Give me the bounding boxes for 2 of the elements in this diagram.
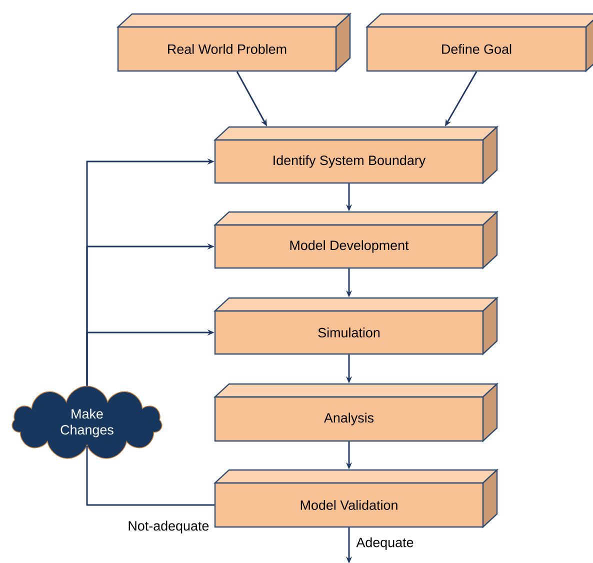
- edge-label: Adequate: [355, 536, 415, 551]
- edge-label: Not-adequate: [126, 520, 210, 534]
